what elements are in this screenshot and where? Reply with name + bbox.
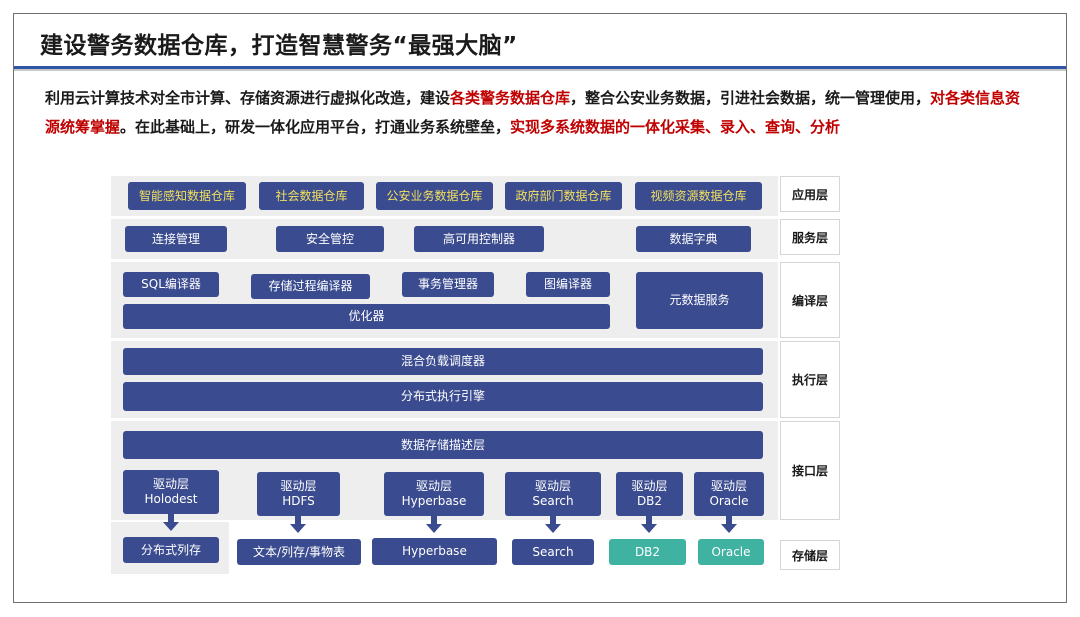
storage-box-search: Search [512, 539, 594, 565]
service-box-security: 安全管控 [276, 226, 384, 252]
storage-box-columnar: 分布式列存 [123, 537, 219, 563]
layer-label-compile: 编译层 [780, 262, 840, 338]
driver-label: 驱动层 [710, 479, 747, 493]
layer-label-service: 服务层 [780, 219, 840, 255]
interface-box-storage-description: 数据存储描述层 [123, 431, 763, 459]
driver-box-hdfs: 驱动层 HDFS [257, 472, 340, 516]
driver-label: 驱动层 [280, 479, 317, 493]
app-box-smart-sensing: 智能感知数据仓库 [128, 182, 246, 210]
app-box-social-data: 社会数据仓库 [259, 182, 364, 210]
app-box-video-resource: 视频资源数据仓库 [635, 182, 762, 210]
storage-box-text-columnar-tx: 文本/列存/事物表 [237, 539, 361, 565]
compile-box-graph: 图编译器 [526, 272, 610, 297]
slide-title: 建设警务数据仓库，打造智慧警务“最强大脑” [40, 33, 518, 59]
driver-name: Search [532, 494, 574, 508]
driver-name: DB2 [636, 494, 663, 508]
layer-label-exec: 执行层 [780, 341, 840, 418]
intro-text: ，整合公安业务数据，引进社会数据，统一管理使用， [570, 89, 931, 107]
compile-box-metadata: 元数据服务 [636, 272, 763, 329]
intro-highlight: 实现多系统数据的一体化采集、录入、查询、分析 [510, 118, 841, 136]
service-box-data-dictionary: 数据字典 [636, 226, 751, 252]
driver-name: HDFS [282, 494, 315, 508]
compile-box-procedure: 存储过程编译器 [251, 274, 370, 299]
driver-name: Oracle [709, 494, 749, 508]
intro-text: 。在此基础上，研发一体化应用平台，打通业务系统壁垒， [120, 118, 511, 136]
compile-box-optimizer: 优化器 [123, 304, 610, 329]
intro-paragraph: 利用云计算技术对全市计算、存储资源进行虚拟化改造，建设各类警务数据仓库，整合公安… [45, 84, 1035, 142]
slide-frame [13, 13, 1067, 603]
layer-label-interface: 接口层 [780, 421, 840, 520]
exec-box-scheduler: 混合负载调度器 [123, 348, 763, 375]
storage-box-oracle: Oracle [698, 539, 764, 565]
driver-name: Hyperbase [401, 494, 467, 508]
layer-label-storage: 存储层 [780, 540, 840, 570]
driver-label: 驱动层 [415, 479, 452, 493]
layer-label-app: 应用层 [780, 176, 840, 212]
compile-box-sql: SQL编译器 [123, 272, 219, 297]
compile-box-transaction: 事务管理器 [402, 272, 494, 297]
driver-label: 驱动层 [534, 479, 571, 493]
intro-highlight: 对各类信息资源统筹掌握 [45, 89, 1021, 136]
driver-box-hyperbase: 驱动层 Hyperbase [384, 472, 484, 516]
driver-label: 驱动层 [152, 477, 189, 491]
app-box-government: 政府部门数据仓库 [505, 182, 622, 210]
service-box-connection: 连接管理 [125, 226, 227, 252]
exec-box-engine: 分布式执行引擎 [123, 382, 763, 411]
driver-box-search: 驱动层 Search [505, 472, 601, 516]
driver-box-holodest: 驱动层 Holodest [123, 470, 219, 514]
intro-highlight: 各类警务数据仓库 [450, 89, 571, 107]
service-box-ha-controller: 高可用控制器 [414, 226, 544, 252]
driver-box-db2: 驱动层 DB2 [616, 472, 683, 516]
title-underline [14, 66, 1066, 69]
title-underline-shadow [14, 69, 1066, 71]
intro-text: 利用云计算技术对全市计算、存储资源进行虚拟化改造，建设 [45, 89, 451, 107]
driver-box-oracle: 驱动层 Oracle [694, 472, 764, 516]
storage-box-hyperbase: Hyperbase [372, 538, 497, 565]
storage-box-db2: DB2 [609, 539, 686, 565]
app-box-police-business: 公安业务数据仓库 [376, 182, 493, 210]
driver-label: 驱动层 [631, 479, 668, 493]
driver-name: Holodest [144, 492, 198, 506]
